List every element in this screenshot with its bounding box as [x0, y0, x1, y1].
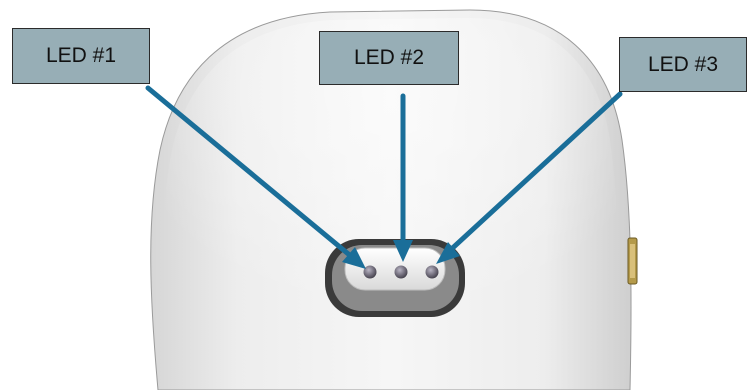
arrow-led1 — [145, 85, 361, 265]
led-2 — [394, 265, 408, 279]
callout-led-1-label: LED #1 — [45, 44, 117, 67]
callout-led-3-label: LED #3 — [647, 52, 719, 76]
arrowhead-led2 — [393, 240, 413, 262]
led-1 — [363, 265, 377, 279]
arrowhead-led3 — [436, 242, 460, 264]
callout-led-2: LED #2 — [319, 31, 459, 85]
callout-led-1: LED #1 — [12, 28, 150, 84]
led-recess — [325, 239, 465, 317]
arrow-led3 — [442, 91, 623, 258]
callout-led-3: LED #3 — [619, 37, 747, 92]
arrowhead-led1 — [342, 247, 366, 269]
side-connector — [627, 237, 638, 285]
callout-led-2-label: LED #2 — [353, 46, 425, 69]
led-3 — [425, 265, 439, 279]
